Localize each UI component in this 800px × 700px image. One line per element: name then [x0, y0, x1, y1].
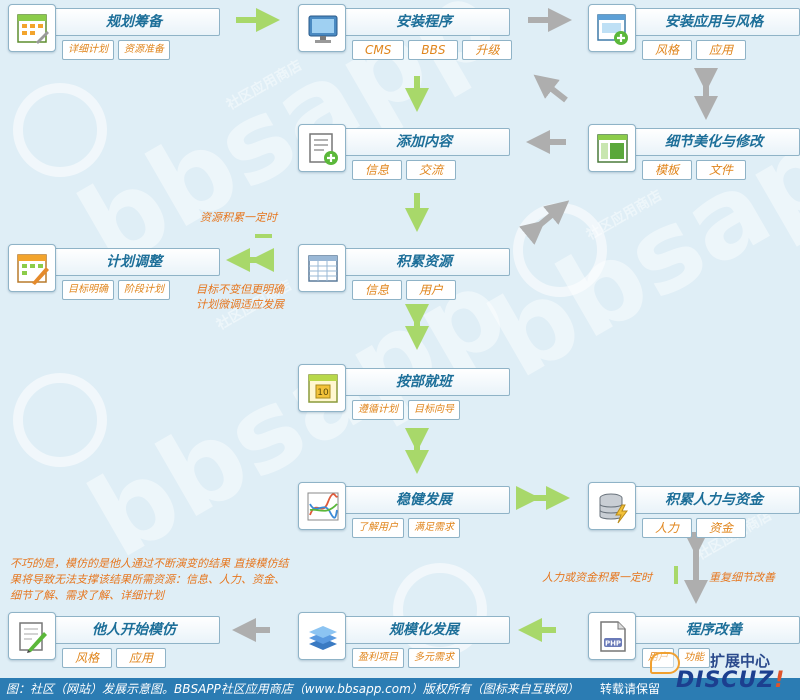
line-chart-icon — [298, 482, 346, 530]
tag: 人力 — [642, 518, 693, 538]
tag-row: 信息交流 — [352, 160, 460, 182]
database-icon — [588, 482, 636, 530]
calendar-day-icon: 10 — [298, 364, 346, 412]
node-title: 稳健发展 — [338, 486, 510, 514]
note-staff-funds: 人力或资金积累一定时 — [542, 571, 652, 584]
tag: 升级 — [462, 40, 513, 60]
footer-caption: 图：社区（网站）发展示意图。BBSAPP社区应用商店（www.bbsapp.co… — [6, 682, 579, 696]
node-title: 积累资源 — [338, 248, 510, 276]
tag: 模板 — [642, 160, 693, 180]
node-step: 10 按部就班 遵循计划目标向导 — [298, 364, 510, 420]
tag-row: 人力资金 — [642, 518, 750, 540]
calendar-edit-icon — [8, 244, 56, 292]
tag: 应用 — [116, 648, 167, 668]
node-title: 程序改善 — [628, 616, 800, 644]
tag: 满足需求 — [408, 518, 460, 538]
tag: 了解用户 — [352, 518, 404, 538]
tag: 资金 — [696, 518, 747, 538]
tag: 多元需求 — [408, 648, 460, 668]
svg-text:10: 10 — [317, 388, 329, 398]
window-add-icon — [588, 4, 636, 52]
tag: 盈利项目 — [352, 648, 404, 668]
note-goal-line1: 目标不变但更明确 — [196, 283, 284, 296]
tag: 遵循计划 — [352, 400, 404, 420]
arrow-accum-polish — [519, 200, 570, 245]
node-title: 积累人力与资金 — [628, 486, 800, 514]
table-icon — [298, 244, 346, 292]
tag-row: 目标明确阶段计划 — [62, 280, 174, 302]
tag-row: 模板文件 — [642, 160, 750, 182]
tag: 功能 — [678, 648, 710, 668]
brand-logo: DISCUZ! — [676, 668, 785, 693]
node-title: 规划筹备 — [48, 8, 220, 36]
tag-row: 信息用户 — [352, 280, 460, 302]
tag-row: 了解用户满足需求 — [352, 518, 464, 540]
tag: 目标向导 — [408, 400, 460, 420]
calendar-icon — [8, 4, 56, 52]
node-title: 按部就班 — [338, 368, 510, 396]
footer-note: 转载请保留 — [600, 682, 661, 696]
node-apps: 安装应用与风格 风格应用 — [588, 4, 800, 60]
footer-bar: 图：社区（网站）发展示意图。BBSAPP社区应用商店（www.bbsapp.co… — [0, 678, 800, 700]
chat-bubble-icon — [650, 652, 680, 674]
node-title: 细节美化与修改 — [628, 128, 800, 156]
arrow-polish-install — [533, 74, 568, 103]
tag: 资源准备 — [118, 40, 170, 60]
node-staff: 积累人力与资金 人力资金 — [588, 482, 800, 538]
note-goal-line2: 计划微调适应发展 — [196, 298, 284, 311]
tag-row: 风格应用 — [62, 648, 170, 670]
tag: 信息 — [352, 160, 403, 180]
monitor-icon — [298, 4, 346, 52]
node-title: 安装程序 — [338, 8, 510, 36]
tag: CMS — [352, 40, 405, 60]
tag-row: 遵循计划目标向导 — [352, 400, 464, 422]
node-title: 他人开始模仿 — [48, 616, 220, 644]
php-file-icon: PHP — [588, 612, 636, 660]
tag: 阶段计划 — [118, 280, 170, 300]
node-content: 添加内容 信息交流 — [298, 124, 510, 180]
node-title: 计划调整 — [48, 248, 220, 276]
node-imitate: 他人开始模仿 风格应用 — [8, 612, 220, 668]
node-accum: 积累资源 信息用户 — [298, 244, 510, 300]
layout-template-icon — [588, 124, 636, 172]
tag: 目标明确 — [62, 280, 114, 300]
node-scale: 规模化发展 盈利项目多元需求 — [298, 612, 510, 668]
node-adjust: 计划调整 目标明确阶段计划 — [8, 244, 220, 300]
tag: BBS — [408, 40, 459, 60]
brand-line1: 扩展中心 — [710, 652, 771, 670]
tag: 交流 — [406, 160, 457, 180]
tag-row: 盈利项目多元需求 — [352, 648, 464, 670]
tag: 应用 — [696, 40, 747, 60]
brand-logo-text: DISCUZ — [676, 668, 775, 693]
tag: 详细计划 — [62, 40, 114, 60]
node-title: 安装应用与风格 — [628, 8, 800, 36]
tag: 风格 — [62, 648, 113, 668]
note-repeat-detail: 重复细节改善 — [709, 571, 775, 584]
tag: 风格 — [642, 40, 693, 60]
node-title: 添加内容 — [338, 128, 510, 156]
document-add-icon — [298, 124, 346, 172]
svg-text:PHP: PHP — [605, 640, 621, 648]
node-title: 规模化发展 — [338, 616, 510, 644]
document-edit-icon — [8, 612, 56, 660]
brand-logo-mark: ! — [774, 668, 786, 693]
tag-row: 详细计划资源准备 — [62, 40, 174, 62]
note-imitate: 不巧的是，模仿的是他人通过不断演变的结果 直接模仿结果将导致无法支撑该结果所需资… — [10, 557, 289, 602]
note-resource-accum: 资源积累一定时 — [200, 211, 277, 224]
tag: 文件 — [696, 160, 747, 180]
tag: 信息 — [352, 280, 403, 300]
node-polish: 细节美化与修改 模板文件 — [588, 124, 800, 180]
node-plan: 规划筹备 详细计划资源准备 — [8, 4, 220, 60]
tag: 用户 — [406, 280, 457, 300]
node-steady: 稳健发展 了解用户满足需求 — [298, 482, 510, 538]
tag-row: 风格应用 — [642, 40, 750, 62]
layers-icon — [298, 612, 346, 660]
